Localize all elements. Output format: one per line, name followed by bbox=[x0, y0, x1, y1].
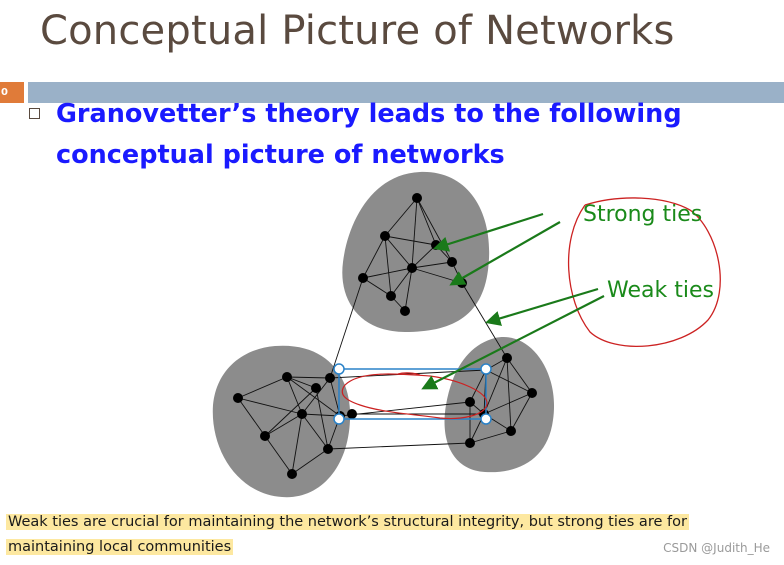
arrow-strong-1 bbox=[433, 212, 544, 252]
resize-handle-br[interactable] bbox=[480, 413, 492, 425]
arrows bbox=[421, 212, 605, 390]
label-strong-ties: Strong ties bbox=[583, 202, 702, 227]
slide-number: 0 bbox=[0, 82, 24, 103]
resize-handle-tr[interactable] bbox=[480, 363, 492, 375]
label-weak-ties: Weak ties bbox=[607, 278, 714, 303]
caption-line-1: Weak ties are crucial for maintaining th… bbox=[6, 514, 689, 530]
left-cluster-edges bbox=[237, 376, 341, 475]
watermark: CSDN @Judith_He bbox=[663, 541, 770, 555]
ink-circle-labels bbox=[568, 197, 721, 348]
slide-title: Conceptual Picture of Networks bbox=[40, 8, 675, 54]
bullet-square-icon bbox=[29, 108, 40, 119]
cluster-left bbox=[212, 345, 351, 498]
cluster-right bbox=[444, 337, 555, 473]
arrow-strong-2 bbox=[449, 221, 561, 286]
header-band bbox=[28, 82, 784, 103]
cluster-top bbox=[342, 171, 490, 332]
caption: Weak ties are crucial for maintaining th… bbox=[6, 510, 782, 560]
ink-loop-weak bbox=[341, 373, 488, 420]
resize-handle-tl[interactable] bbox=[333, 363, 345, 375]
selection-box[interactable] bbox=[333, 363, 492, 425]
weak-tie-edges bbox=[327, 277, 508, 450]
caption-line-2: maintaining local communities bbox=[6, 539, 234, 555]
right-cluster-edges bbox=[469, 357, 533, 444]
arrow-weak-1 bbox=[485, 287, 599, 326]
resize-handle-bl[interactable] bbox=[333, 413, 345, 425]
ink-tick bbox=[397, 372, 421, 376]
arrow-weak-2 bbox=[421, 295, 605, 390]
bullet-text: Granovetter’s theory leads to the follow… bbox=[56, 99, 682, 170]
